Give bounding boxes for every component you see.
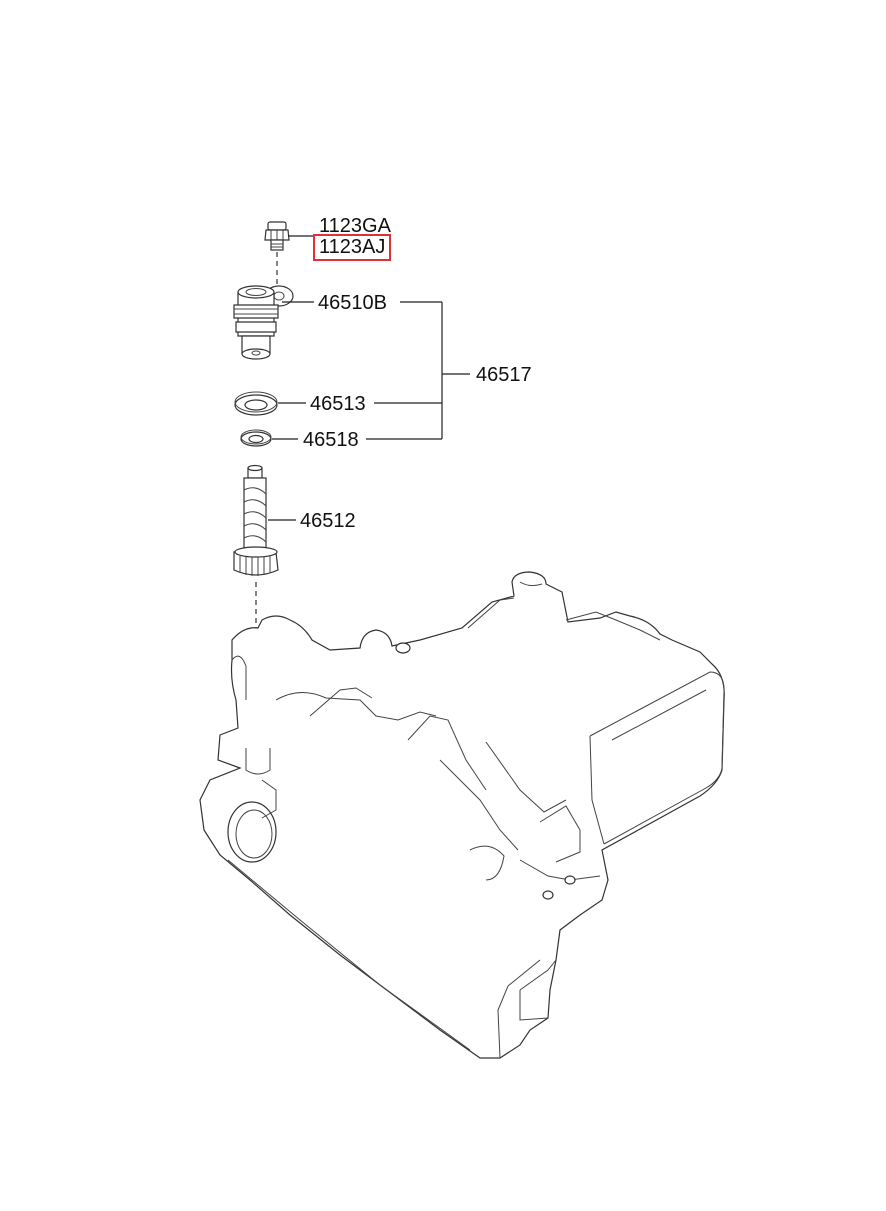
bolt-part bbox=[264, 221, 290, 251]
label-bolt: 1123GA bbox=[319, 215, 391, 237]
leader-lines bbox=[268, 235, 470, 521]
large-oring-part bbox=[234, 391, 278, 416]
sensor-part bbox=[233, 285, 294, 360]
driven-gear-part bbox=[233, 464, 279, 576]
label-assembly: 46517 bbox=[476, 364, 532, 386]
label-sensor: 46510B bbox=[318, 292, 387, 314]
transmission-case bbox=[199, 571, 725, 1059]
label-oring-small: 46518 bbox=[303, 429, 359, 451]
label-oring-large: 46513 bbox=[310, 393, 366, 415]
label-driven-gear: 46512 bbox=[300, 510, 356, 532]
label-bolt-alt-highlighted: 1123AJ bbox=[313, 234, 392, 261]
small-oring-part bbox=[240, 429, 272, 447]
